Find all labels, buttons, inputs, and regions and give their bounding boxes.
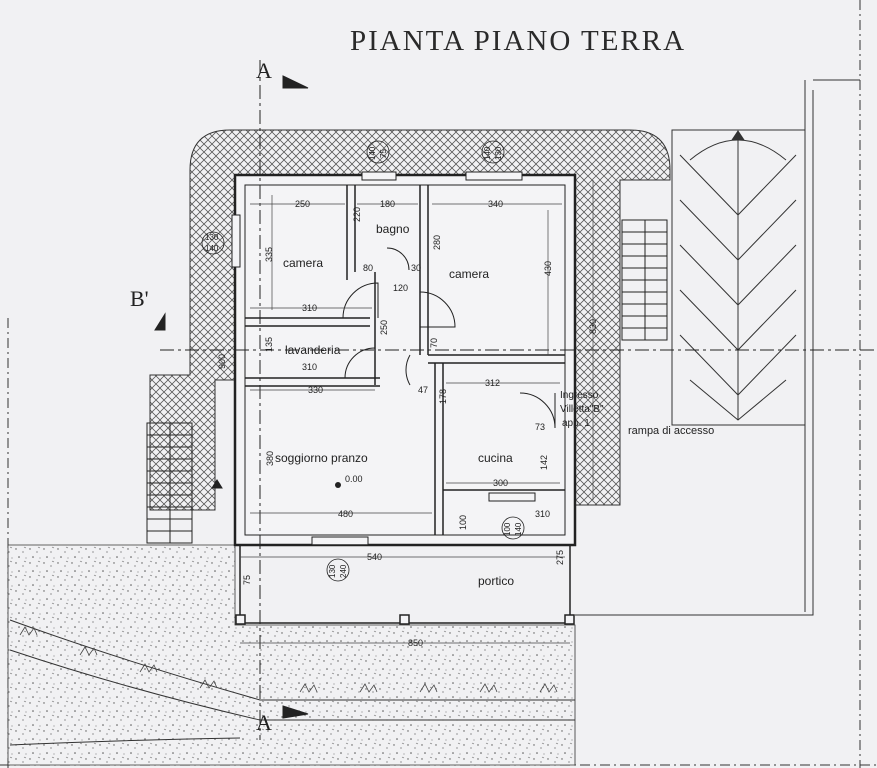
dim-830: 830 xyxy=(588,319,598,334)
elevation-marker xyxy=(335,482,341,488)
dim-250b: 250 xyxy=(379,320,389,335)
dim-75: 75 xyxy=(242,575,252,585)
dim-135: 135 xyxy=(264,337,274,352)
room-label-camera-left: camera xyxy=(283,256,323,270)
room-label-cucina: cucina xyxy=(478,451,513,465)
window-5-a: 130 xyxy=(328,564,337,578)
window-3-b: 140 xyxy=(205,244,219,253)
dimension-labels: 250 180 340 220 335 280 430 80 30 120 31… xyxy=(217,199,598,648)
dim-480: 480 xyxy=(338,509,353,519)
dim-220: 220 xyxy=(352,207,362,222)
dim-73: 73 xyxy=(535,422,545,432)
dim-180: 180 xyxy=(380,199,395,209)
dim-275: 275 xyxy=(555,550,565,565)
window-1-b: 75 xyxy=(379,149,388,158)
window-tag-labels: 140 75 140 130 130 140 100 140 130 240 xyxy=(205,146,523,578)
room-label-bagno: bagno xyxy=(376,222,410,236)
access-ramp xyxy=(671,129,806,426)
dim-80: 80 xyxy=(363,263,373,273)
window-4-a: 100 xyxy=(503,522,512,536)
stairs-left xyxy=(146,422,223,544)
dim-850: 850 xyxy=(408,638,423,648)
page-title: PIANTA PIANO TERRA xyxy=(350,25,686,57)
dim-310c: 310 xyxy=(535,509,550,519)
dim-430: 430 xyxy=(543,261,553,276)
dim-120: 120 xyxy=(393,283,408,293)
dim-900: 900 xyxy=(217,354,227,369)
section-lines xyxy=(154,60,877,740)
portico xyxy=(235,544,575,625)
dim-280: 280 xyxy=(432,235,442,250)
window-2-b: 130 xyxy=(494,146,503,160)
dim-142: 142 xyxy=(539,455,549,470)
section-label-b: B' xyxy=(130,286,149,311)
dim-30: 30 xyxy=(411,263,421,273)
dim-540: 540 xyxy=(367,552,382,562)
dim-47: 47 xyxy=(418,385,428,395)
dim-380: 380 xyxy=(265,451,275,466)
villa-label: Villetta"B" xyxy=(560,404,604,415)
dim-300: 300 xyxy=(493,478,508,488)
dim-330: 330 xyxy=(308,385,323,395)
section-label-a-bottom: A xyxy=(256,710,272,735)
dim-310a: 310 xyxy=(302,303,317,313)
window-1-a: 140 xyxy=(368,146,377,160)
window-3-a: 130 xyxy=(205,233,219,242)
room-label-camera-right: camera xyxy=(449,267,489,281)
elevation-label: 0.00 xyxy=(345,474,363,484)
dim-70: 70 xyxy=(429,338,439,348)
dim-100: 100 xyxy=(458,515,468,530)
dim-250: 250 xyxy=(295,199,310,209)
dim-335: 335 xyxy=(264,247,274,262)
windows xyxy=(231,171,536,546)
ramp-label: rampa di accesso xyxy=(628,425,714,437)
apartment-label: app. 1 xyxy=(562,418,590,429)
dimension-lines xyxy=(240,180,594,644)
section-label-a-top: A xyxy=(256,58,272,83)
entrance-label: Ingresso xyxy=(560,390,599,401)
room-label-lavanderia: lavanderia xyxy=(285,343,341,357)
window-5-b: 240 xyxy=(339,564,348,578)
window-2-a: 140 xyxy=(483,146,492,160)
dim-178: 178 xyxy=(438,389,448,404)
stairs-right xyxy=(621,219,668,341)
window-4-b: 140 xyxy=(514,522,523,536)
dim-340: 340 xyxy=(488,199,503,209)
window-tags xyxy=(201,140,525,582)
doors xyxy=(342,247,556,429)
room-label-soggiorno: soggiorno pranzo xyxy=(275,451,368,465)
dim-312: 312 xyxy=(485,378,500,388)
room-label-portico: portico xyxy=(478,574,514,588)
garden-area xyxy=(7,544,576,766)
dim-310b: 310 xyxy=(302,362,317,372)
